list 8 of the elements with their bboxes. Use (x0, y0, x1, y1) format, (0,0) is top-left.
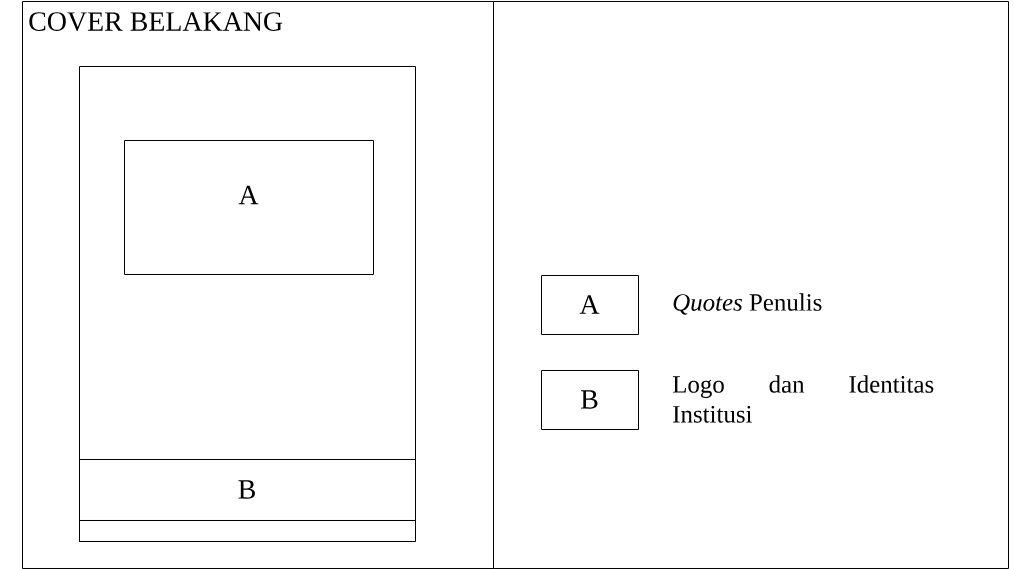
key-label: Quotes Penulis (673, 293, 822, 315)
quote-area-box: A (124, 140, 374, 275)
key-box: A (541, 275, 639, 335)
key-label: Logo dan Identitas Institusi (672, 375, 934, 423)
key-box: B (541, 370, 639, 430)
identity-band: B (79, 459, 416, 521)
table-cell (493, 1, 1009, 569)
bottom-strip (79, 520, 416, 542)
